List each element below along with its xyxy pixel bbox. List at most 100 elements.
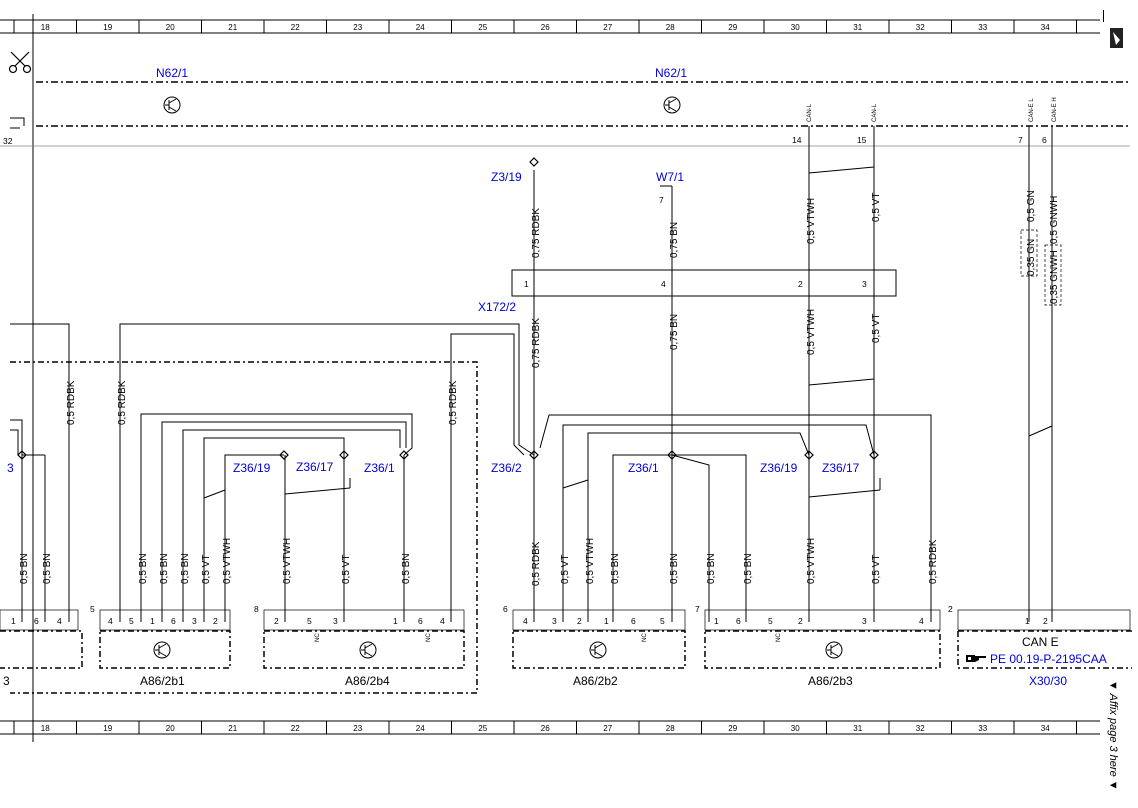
n62-1-label-right: N62/1 (655, 66, 687, 80)
wire-label: 0,5 VT (201, 555, 212, 584)
connector-pin: 4 (661, 279, 666, 289)
splice-icon (529, 450, 539, 460)
w7-1-pin: 7 (659, 195, 664, 205)
nc-label: NC (315, 633, 321, 642)
wire-label: 0,5 RDBK (448, 380, 459, 425)
wire-label: 0,5 BN (706, 553, 717, 584)
ref-z36-2: Z36/2 (491, 461, 522, 475)
wire-label: 0,5 BN (669, 553, 680, 584)
ruler-number: 18 (41, 23, 50, 32)
transistor-icon (663, 96, 681, 114)
sensor-pin: 1 (604, 616, 609, 626)
scissors-icon (8, 51, 32, 74)
ruler-number: 34 (1041, 23, 1050, 32)
ruler-number: 29 (728, 23, 737, 32)
page-icon-glyph (1113, 32, 1120, 45)
wire-label: 0,5 VTWH (222, 538, 233, 584)
wire-label: 0,5 VTWH (585, 538, 596, 584)
nc-label: NC (642, 633, 648, 642)
ref-z36-19-right: Z36/19 (760, 461, 798, 475)
wire-label: 0,5 VT (560, 555, 571, 584)
ref-z36-17-left: Z36/17 (296, 460, 334, 474)
sensor-pin: 6 (736, 616, 741, 626)
sheet-edge-number: 32 (3, 136, 13, 146)
wire-label: 0,5 BN (180, 553, 191, 584)
sensor-pin: 3 (552, 616, 557, 626)
ruler-number: 23 (353, 23, 362, 32)
sensor-pin: 3 (333, 616, 338, 626)
sensor-pin: 4 (108, 616, 113, 626)
can-e-h-pin-label: CAN-E H (1052, 97, 1058, 122)
wires (10, 126, 1062, 694)
splice-icon (804, 450, 814, 460)
wire-label: 0,5 BN (159, 553, 170, 584)
ruler-number: 22 (291, 23, 300, 32)
document-link[interactable]: PE 00.19-P-2195CAA (990, 652, 1107, 666)
ruler-number: 30 (791, 724, 800, 733)
splice-icon (529, 157, 539, 167)
sensor-a86-2b4: 8 2 5 3 1 6 4 NC NC A86/2b4 (254, 604, 465, 688)
ruler-number: 28 (666, 724, 675, 733)
sensor-pin: 1 (11, 616, 16, 626)
ruler-number: 25 (478, 724, 487, 733)
connector-name: X30/30 (1029, 674, 1067, 688)
sensor-a86-2b1: 5 4 5 1 6 3 2 A86/2b1 (90, 604, 231, 688)
wire-label: 0,5 BN (743, 553, 754, 584)
wire-label: 0,5 VTWH (806, 198, 817, 244)
sensor-pin: 5 (129, 616, 134, 626)
sensor-pin: 5 (660, 616, 665, 626)
transistor-icon (589, 641, 607, 659)
sensor-pin: 2 (798, 616, 803, 626)
splices (17, 157, 879, 460)
sensor-pin: 4 (440, 616, 445, 626)
ruler-number: 29 (728, 724, 737, 733)
nc-label: NC (776, 633, 782, 642)
can-e-l-pin-label: CAN-E L (1029, 98, 1035, 122)
ruler-number: 18 (41, 724, 50, 733)
sensor-index: 6 (503, 604, 508, 614)
ruler-number: 24 (416, 23, 425, 32)
sensor-index: 8 (254, 604, 259, 614)
wire-label: 0,5 VTWH (806, 538, 817, 584)
sensor-pin: 4 (523, 616, 528, 626)
sensor-name: A86/2b4 (345, 674, 390, 688)
sensor-pin: 6 (171, 616, 176, 626)
wire-label: 0,75 BN (669, 314, 680, 350)
wire-label: 0,5 VTWH (806, 309, 817, 355)
sensor-pin: 5 (307, 616, 312, 626)
ruler-number: 21 (228, 724, 237, 733)
page-corner-mark (1103, 10, 1104, 22)
ruler-number: 20 (166, 724, 175, 733)
splice-icon (17, 450, 27, 460)
ruler-number: 32 (916, 23, 925, 32)
module-pin-number: 7 (1018, 135, 1023, 145)
ref-left-edge: 3 (7, 461, 14, 475)
sensor-pin: 2 (213, 616, 218, 626)
ruler-number: 27 (603, 724, 612, 733)
module-pin-number: 15 (857, 135, 867, 145)
ruler-number: 30 (791, 23, 800, 32)
ref-z36-1-left: Z36/1 (364, 461, 395, 475)
pointing-hand-icon (966, 655, 986, 662)
wire-label: 0,5 BN (610, 553, 621, 584)
sensor-pin: 4 (57, 616, 62, 626)
can-l-pin-label: CAN-L (872, 103, 878, 122)
ruler-number: 27 (603, 23, 612, 32)
wire-label: 0,5 RDBK (928, 539, 939, 584)
sensor-pin: 6 (34, 616, 39, 626)
ruler-number: 19 (103, 724, 112, 733)
transistor-icon (359, 641, 377, 659)
ruler-number: 31 (853, 724, 862, 733)
wire-label: 0,35 GNWH (1049, 250, 1060, 304)
splice-icon (339, 450, 349, 460)
transistor-icon (825, 641, 843, 659)
nc-label: NC (426, 633, 432, 642)
transistor-icon (163, 96, 181, 114)
sensor-pin: 1 (1025, 616, 1030, 626)
wire-label: 0,5 GNWH (1049, 196, 1060, 244)
sensor-name: A86/2b2 (573, 674, 618, 688)
ruler-number: 32 (916, 724, 925, 733)
sensor-pin: 1 (714, 616, 719, 626)
wire-label: 0,5 RDBK (66, 380, 77, 425)
